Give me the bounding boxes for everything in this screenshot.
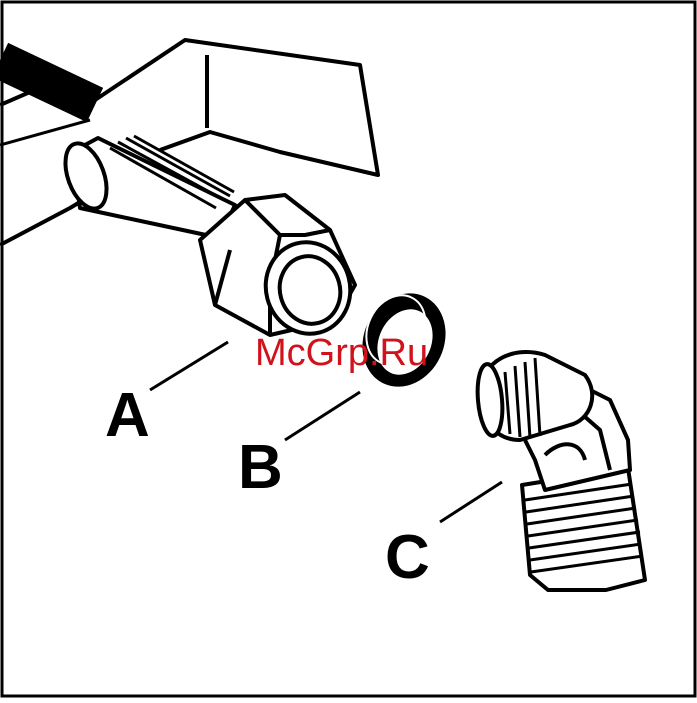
watermark-text: McGrp.Ru (255, 332, 428, 374)
callout-c-label: C (385, 523, 430, 592)
hose-line (0, 60, 95, 145)
leader-a (150, 342, 228, 390)
part-c-elbow-fitting (475, 352, 645, 590)
callout-b-label: B (238, 433, 283, 502)
leader-c (440, 482, 502, 522)
part-a-hex-nut (57, 136, 360, 343)
leader-b (285, 392, 360, 440)
callout-a-label: A (105, 381, 150, 450)
